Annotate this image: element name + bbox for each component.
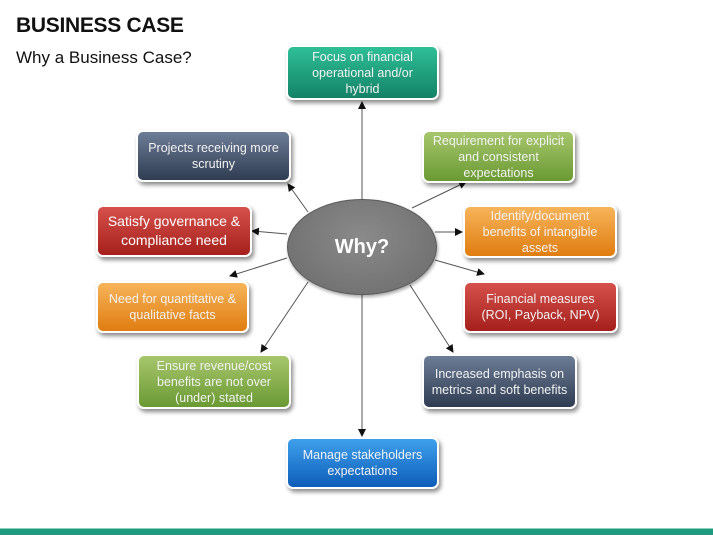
node-manage-stakeholders: Manage stakeholders expectations: [286, 437, 439, 489]
arrow-to-lower-left: [260, 281, 309, 353]
arrow-to-mid-left-orange: [229, 257, 288, 278]
slide-subtitle: Why a Business Case?: [16, 48, 192, 67]
arrow-to-mid-left-red: [251, 227, 288, 236]
arrow-to-mid-right-red: [434, 259, 485, 276]
footer-accent-bar: [0, 529, 713, 535]
arrow-to-lower-right: [409, 284, 454, 353]
node-projects-receiving-scrutiny: Projects receiving more scrutiny: [136, 130, 291, 182]
node-satisfy-governance: Satisfy governance & compliance need: [96, 205, 252, 257]
node-increased-emphasis-metrics: Increased emphasis on metrics and soft b…: [422, 354, 577, 409]
footer-highlight-line: [0, 528, 713, 529]
node-requirement-explicit-expectations: Requirement for explicit and consistent …: [422, 130, 575, 183]
center-why-ellipse: Why?: [287, 199, 437, 295]
node-financial-measures: Financial measures (ROI, Payback, NPV): [463, 281, 618, 333]
arrow-to-upper-right: [411, 181, 467, 209]
node-quantitative-qualitative-facts: Need for quantitative & qualitative fact…: [96, 281, 249, 333]
node-ensure-revenue-cost: Ensure revenue/cost benefits are not ove…: [137, 354, 291, 409]
slide-title: BUSINESS CASE: [16, 14, 184, 37]
node-focus-on-financial: Focus on financial operational and/or hy…: [286, 45, 439, 100]
arrow-to-upper-left: [287, 183, 309, 213]
node-identify-intangible-benefits: Identify/document benefits of intangible…: [463, 205, 617, 258]
